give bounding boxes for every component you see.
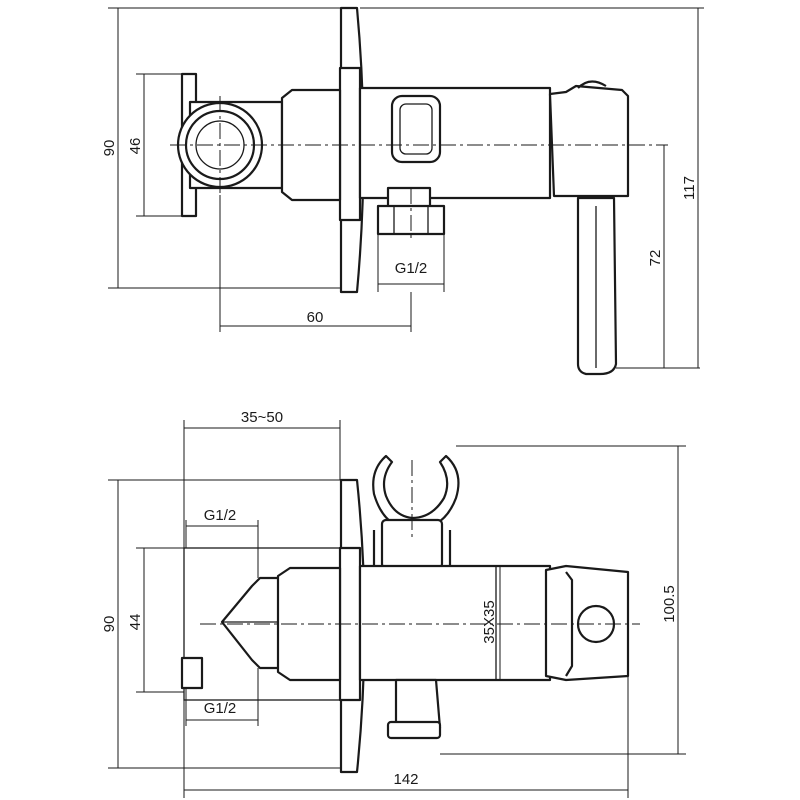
top-view: 90 46 G1/2 60 72 117 (101, 6, 704, 376)
top-dim-117-label: 117 (681, 176, 698, 200)
top-dim-72-label: 72 (647, 250, 664, 267)
top-diverter-window-outer (390, 94, 442, 164)
bottom-inlet-cone (220, 576, 282, 670)
bottom-dim-90-label: 90 (101, 616, 118, 633)
top-lever-handle (576, 196, 618, 376)
top-cartridge-cap (548, 84, 630, 198)
bottom-cartridge-lip (565, 571, 574, 677)
top-dim-g12-label: G1/2 (395, 260, 428, 277)
top-diverter-window-inner (399, 103, 433, 155)
bottom-view: 35~50 G1/2 G1/2 90 44 35X35 100.5 1 (101, 409, 686, 798)
top-escutcheon (338, 66, 362, 222)
top-dim-46-label: 46 (127, 138, 144, 155)
bottom-lower-inlet (180, 656, 204, 690)
bottom-dim-1005-label: 100.5 (661, 585, 678, 623)
top-dim-90-label: 90 (101, 140, 118, 157)
bottom-outlet-neck (394, 678, 442, 730)
top-body-main (358, 86, 552, 200)
bottom-body-main (358, 564, 552, 682)
bottom-holder-hook (372, 454, 460, 532)
bottom-outlet-nut (386, 720, 442, 740)
bottom-dim-3535-label: 35X35 (481, 600, 498, 643)
bottom-dim-g12-top-label: G1/2 (204, 507, 237, 524)
bottom-dim-g12-bottom-label: G1/2 (204, 700, 237, 717)
bottom-dim-142-label: 142 (393, 771, 418, 788)
bottom-holder-base (372, 530, 452, 568)
top-dim-60-label: 60 (307, 309, 324, 326)
bottom-dim-3550-label: 35~50 (241, 409, 283, 426)
bottom-dim-44-label: 44 (127, 614, 144, 631)
top-cap-knob (577, 80, 607, 89)
